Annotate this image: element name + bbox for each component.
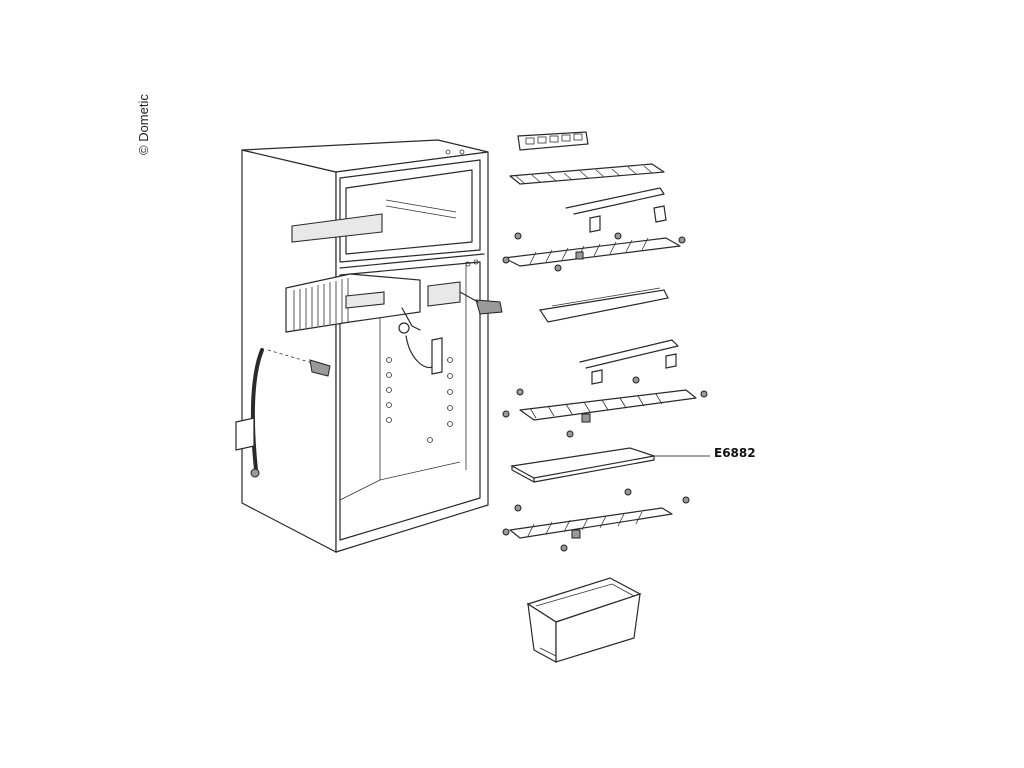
cooling-fins-unit: [285, 273, 421, 333]
ice-tray: [517, 131, 589, 151]
fridge-wire-shelf-lower: [502, 488, 690, 552]
shelf-brackets-upper: [589, 205, 667, 233]
refrigerator-cabinet: [241, 139, 489, 553]
rear-panel-strip: [291, 213, 383, 243]
part-number-label: E6882: [714, 446, 756, 460]
crisper-glass-shelf: [510, 447, 655, 483]
door-rack: [538, 287, 669, 323]
fridge-wire-shelf-middle: [502, 339, 708, 438]
crisper-bin: [526, 577, 642, 664]
fridge-wire-shelf-upper: [502, 232, 686, 272]
drain-hose: [235, 348, 331, 478]
thermostat-control: [398, 281, 503, 375]
freezer-wire-shelf: [509, 163, 665, 215]
copyright-text: © Dometic: [136, 94, 151, 155]
